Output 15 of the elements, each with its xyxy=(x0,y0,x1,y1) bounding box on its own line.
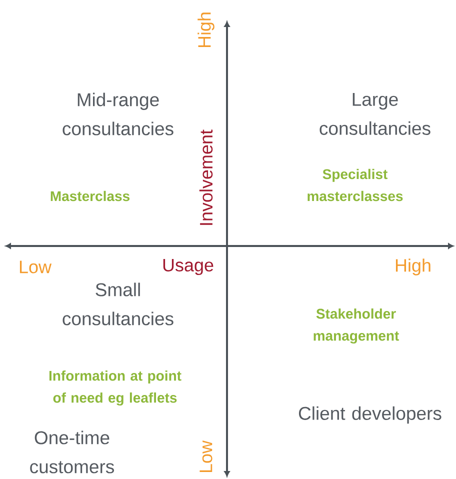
quadrant-label: Client developers xyxy=(298,406,442,424)
axis-end-label: High xyxy=(198,12,214,48)
axis-title: Involvement xyxy=(199,130,213,225)
axis-end-label: Low xyxy=(200,440,212,472)
quadrant-label: Small consultancies xyxy=(62,282,174,326)
axis-end-label: High xyxy=(396,258,430,276)
axis-title: Usage xyxy=(163,258,214,276)
axis-end-label: Low xyxy=(20,260,52,274)
quadrant-label: One-time customers xyxy=(30,430,114,474)
quadrant-label: Large consultancies xyxy=(320,93,430,135)
item-label: Information at point of need eg leaflets xyxy=(49,370,182,406)
item-label: Masterclass xyxy=(50,190,130,202)
item-label: Specialist masterclasses xyxy=(308,168,403,202)
quadrant-label: Mid-range consultancies xyxy=(62,92,174,136)
item-label: Stakeholder management xyxy=(314,308,399,344)
